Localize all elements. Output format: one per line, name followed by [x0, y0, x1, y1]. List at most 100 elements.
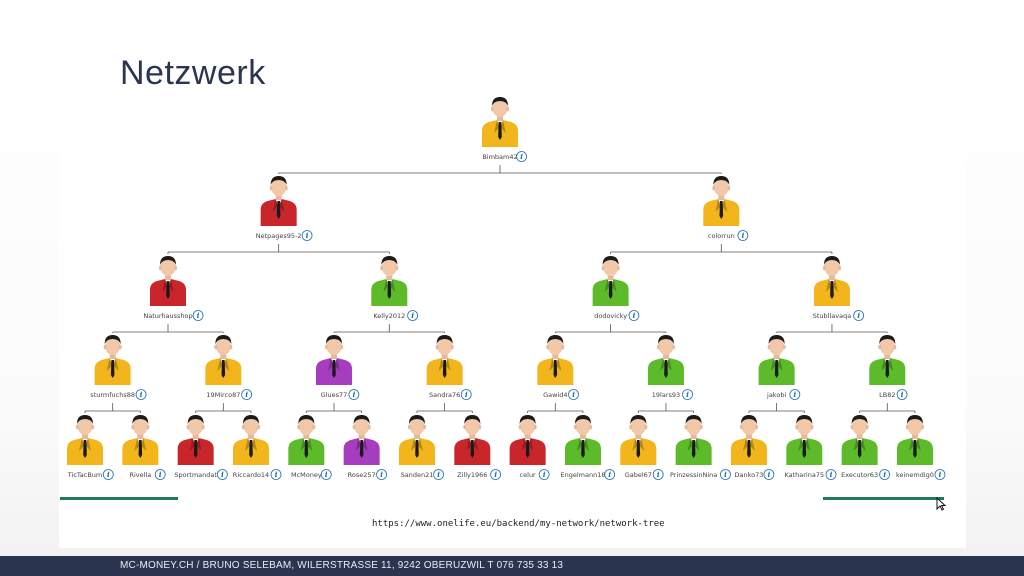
person-icon [177, 415, 214, 465]
info-icon[interactable]: i [934, 469, 946, 480]
info-icon[interactable]: i [568, 389, 579, 400]
member-username: Rose257 [348, 471, 376, 479]
info-icon[interactable]: i [763, 469, 775, 480]
info-icon[interactable]: i [628, 310, 640, 321]
person-icon [232, 415, 269, 465]
tree-connector [333, 324, 446, 333]
person-icon [703, 176, 740, 226]
info-icon[interactable]: i [407, 310, 419, 321]
info-icon[interactable]: i [516, 151, 527, 162]
member-username: Engelmann18 [560, 471, 605, 479]
info-icon[interactable]: i [348, 389, 360, 400]
info-icon[interactable]: i [192, 310, 204, 321]
member-username: Sandra76 [429, 391, 460, 399]
info-icon[interactable]: i [604, 469, 616, 480]
member-username: Gabel67 [625, 471, 652, 479]
person-icon [869, 335, 906, 385]
svg-text:i: i [608, 470, 611, 479]
member-username: Glues77 [321, 391, 348, 399]
member-username: 19Mirco87 [206, 391, 240, 399]
info-icon[interactable]: i [682, 389, 693, 400]
info-icon[interactable]: i [216, 469, 228, 480]
info-icon[interactable]: i [102, 469, 114, 480]
network-node[interactable]: Gawid4 i [537, 335, 579, 400]
info-icon[interactable]: i [433, 469, 444, 480]
info-icon[interactable]: i [241, 389, 253, 400]
person-icon [343, 415, 380, 465]
info-icon[interactable]: i [652, 469, 664, 480]
member-username: Kelly2012 [373, 312, 405, 320]
svg-text:i: i [543, 470, 546, 479]
info-icon[interactable]: i [825, 469, 837, 480]
info-icon[interactable]: i [154, 469, 166, 480]
info-icon[interactable]: i [737, 230, 749, 241]
svg-text:i: i [572, 390, 575, 399]
person-icon [675, 415, 712, 465]
info-icon[interactable]: i [135, 389, 147, 400]
svg-text:i: i [793, 390, 796, 399]
info-icon[interactable]: i [320, 469, 332, 480]
scrollbar-left[interactable] [60, 497, 178, 500]
svg-text:i: i [633, 311, 636, 320]
svg-text:i: i [306, 231, 309, 240]
tree-connector [112, 324, 224, 333]
person-icon [398, 415, 435, 465]
info-icon[interactable]: i [789, 389, 801, 400]
info-icon[interactable]: i [538, 469, 550, 480]
info-icon[interactable]: i [460, 389, 472, 400]
person-icon [454, 415, 491, 465]
member-username: PrinzessinNina [670, 471, 717, 479]
info-icon[interactable]: i [720, 469, 731, 480]
info-icon[interactable]: i [301, 230, 313, 241]
person-icon [564, 415, 601, 465]
info-icon[interactable]: i [270, 469, 282, 480]
tree-connector [84, 403, 141, 413]
scrollbar-right[interactable] [823, 497, 944, 500]
tree-connector [416, 403, 473, 413]
info-icon[interactable]: i [490, 469, 502, 480]
person-icon [786, 415, 823, 465]
member-username: Katharina75 [784, 471, 824, 479]
info-icon[interactable]: i [376, 469, 387, 480]
person-icon [647, 335, 684, 385]
info-icon[interactable]: i [853, 310, 865, 321]
info-icon[interactable]: i [879, 469, 891, 480]
person-icon [288, 415, 325, 465]
member-username: Executor63 [841, 471, 878, 479]
member-username: Bimbam42 [482, 153, 517, 161]
svg-text:i: i [494, 470, 497, 479]
member-username: Gawid4 [543, 391, 567, 399]
info-icon[interactable]: i [896, 389, 908, 400]
person-icon [315, 335, 352, 385]
